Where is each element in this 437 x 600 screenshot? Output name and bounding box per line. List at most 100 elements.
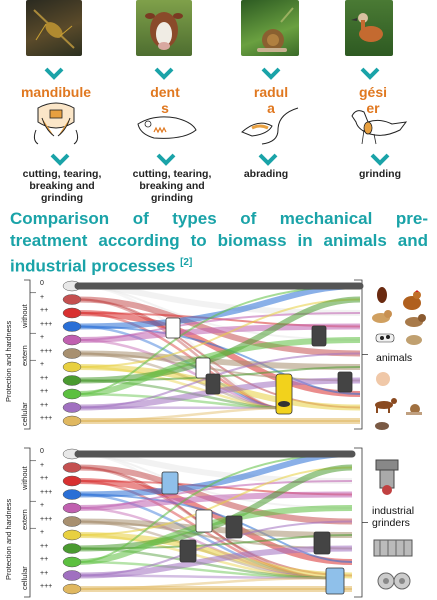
row-mark: 0 [40,448,44,455]
axis-label-animals: Protection and hardness [4,320,13,402]
group-label-cellular: cellular [20,402,29,426]
row-mark: 0 [40,280,44,287]
tool-box [225,515,243,539]
panel-bracket [24,447,31,598]
group-bracket [354,447,368,598]
chevron-down-icon [44,67,64,80]
biomass-marker [62,489,82,500]
flow-band [77,392,283,410]
flow-band [77,466,353,536]
radula-sketch [241,107,299,145]
mortar-box [275,373,293,415]
tool-box [195,509,213,533]
duck-illustration [351,13,383,42]
rat-icon [375,422,389,430]
biomass-marker [62,529,82,541]
flow-band [77,338,283,410]
flow-band [77,576,333,591]
row-mark: +++ [40,347,53,355]
panel-bracket [24,279,31,430]
row-mark: +++ [40,515,53,523]
flow-band [77,298,283,410]
chevron-down-icon [156,153,176,166]
cat-icon [372,310,392,323]
row-mark: ++ [40,388,49,395]
flow-band [77,480,353,509]
animals-label: animals [376,352,413,364]
flow-band [77,352,361,409]
row-mark: ++ [40,475,49,482]
insect-photo [26,0,82,56]
group-label-cellular: cellular [20,566,29,590]
row-mark: ++ [40,374,49,382]
flow-band [77,406,283,423]
tool-box [311,325,327,347]
row-mark: + [40,461,45,469]
flow-band [77,377,361,411]
flow-band [77,325,361,395]
biomass-marker [62,361,82,373]
flow-band [77,545,353,579]
biomass-marker [62,556,82,568]
group-bracket [354,279,368,430]
biomass-marker [62,402,82,413]
flow-band [77,505,353,565]
biomass-marker [62,348,82,359]
flow-band [77,520,353,577]
row-mark: +++ [40,415,53,422]
cow-illustration [145,12,183,50]
biomass-marker [62,415,82,427]
meat-grinder-icon [375,459,399,495]
flow-band [77,464,353,525]
snail-illustration [257,7,294,52]
row-mark: +++ [40,488,53,496]
chevron-down-icon [370,153,390,166]
flow-band [77,574,333,580]
group-label-without: without [20,304,29,328]
row-mark: +++ [40,320,53,328]
biomass-marker [62,502,82,514]
row-mark: ++ [40,569,49,577]
flow-band [77,365,283,410]
axis-label-industrial: Protection and hardness [4,498,13,580]
tool-box [205,373,221,395]
flow-band [77,493,353,563]
teeth-sketch [137,116,197,139]
row-mark: + [40,361,45,368]
horse-icon [375,398,397,413]
flow-band [77,298,361,368]
hammer-box [325,567,345,595]
tool-box [179,539,197,563]
biomass-marker [62,375,82,386]
dog-icon [405,314,426,327]
biomass-marker [62,462,82,473]
chevron-down-icon [154,67,174,80]
mandible-sketch [33,102,79,145]
flow-band [77,285,361,395]
flow-band [77,533,333,580]
function-text: abrading [243,168,289,180]
biomass-marker [62,307,82,319]
cockroach-icon [377,287,387,303]
biomass-marker [62,294,82,305]
biomass-marker [62,583,82,595]
chevron-down-icon [261,67,281,80]
flow-band [77,296,361,357]
roller-mill-icon [377,572,411,590]
row-mark: + [40,334,45,341]
flow-band [77,506,333,580]
drum-grinder-icon [373,539,413,557]
chevron-down-icon [258,153,278,166]
snail-photo [241,0,299,56]
flow-band [77,296,361,384]
tool-box [165,317,181,339]
tool-box [161,471,179,495]
row-mark: ++ [40,307,49,314]
page-title: Comparison of types of mechanical pre- t… [10,209,428,276]
cow-icon [375,333,395,343]
row-mark: ++ [40,556,49,563]
